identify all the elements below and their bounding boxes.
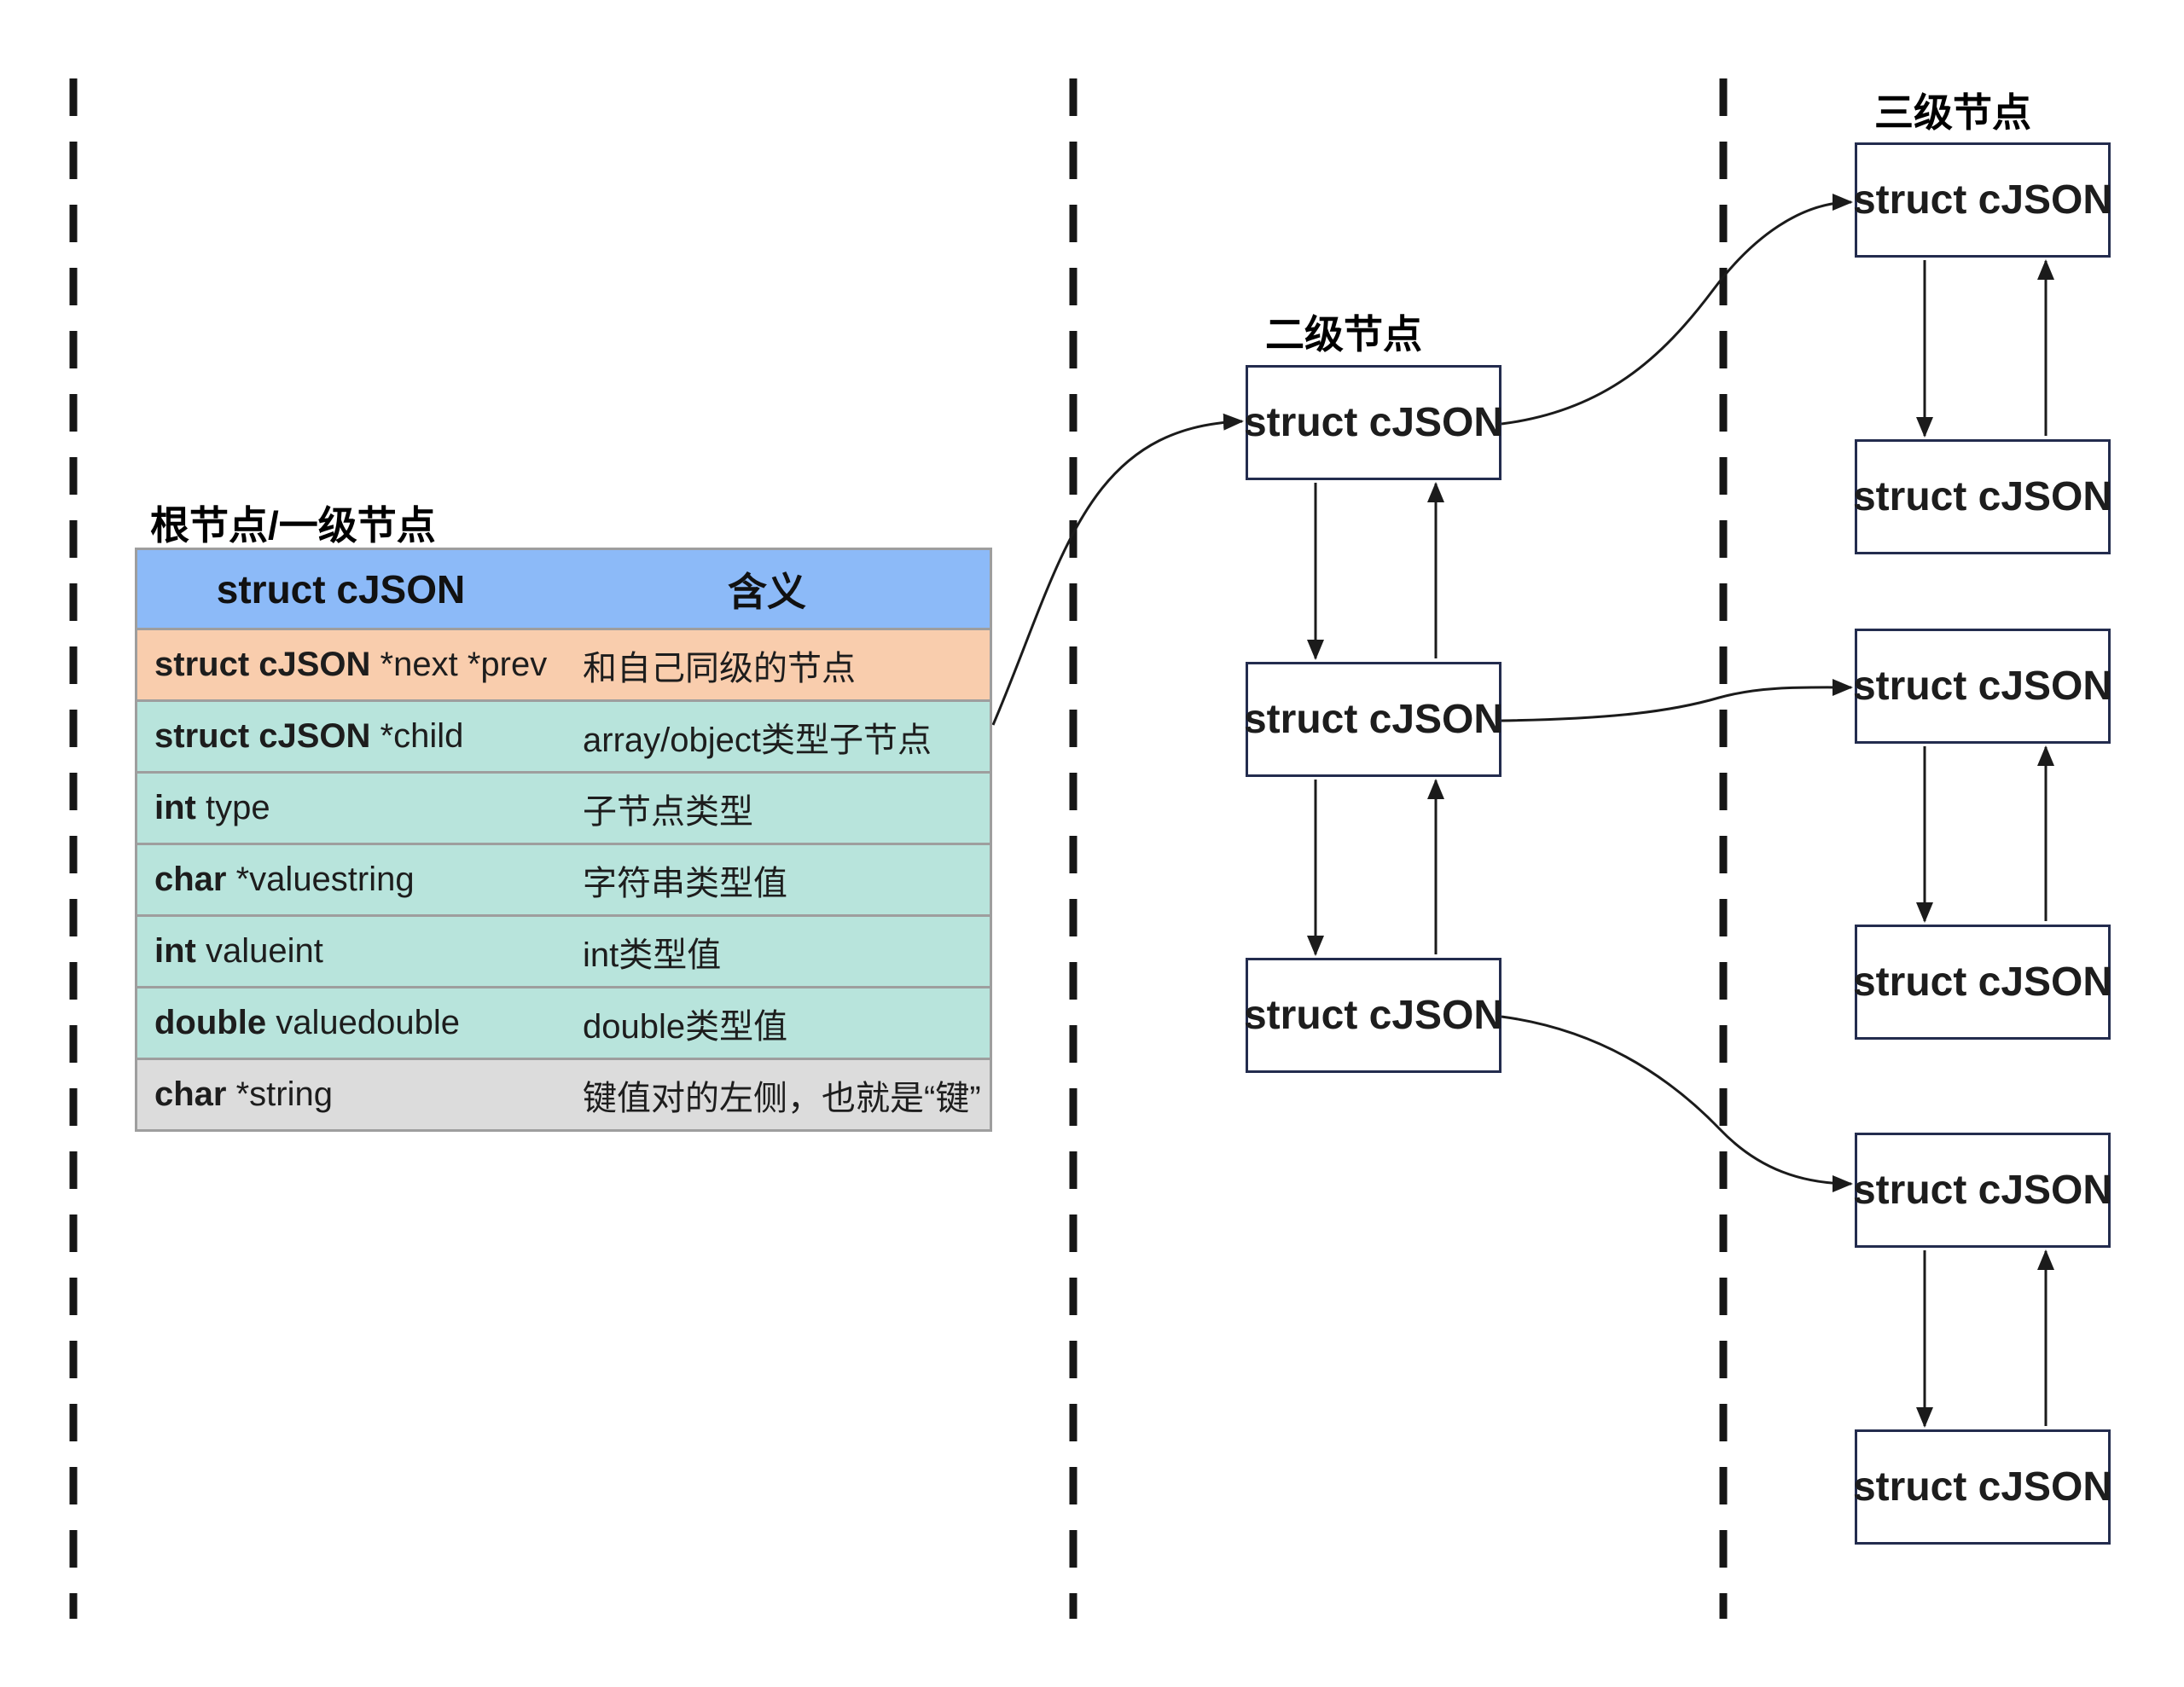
field-cell: struct cJSON *next *prev [137,630,548,699]
field-rest: *valuestring [226,861,415,898]
level3-title: 三级节点 [1874,90,2031,135]
field-cell: int type [137,774,544,843]
level2-node-1: struct cJSON [1244,365,1503,480]
level2-node-3: struct cJSON [1244,958,1503,1073]
field-cell: char *string [137,1060,544,1129]
meaning-cell: 键值对的左侧，也就是“键” [583,1079,981,1117]
field-cell: int valueint [137,917,544,986]
level3-node-6: struct cJSON [1853,1429,2112,1545]
table-header-meaning: 含义 [728,569,806,614]
field-keyword: int [154,932,196,970]
child-arrow-level2-node3-to-level3-node5 [1501,1015,1853,1192]
field-cell: char *valuestring [137,845,544,914]
field-keyword: char [154,861,227,898]
table-header-struct: struct cJSON [216,566,466,612]
level3-node-3: struct cJSON [1853,629,2112,744]
field-cell: struct cJSON *child [137,702,544,771]
table-row: int type 子节点类型 [137,774,990,843]
field-cell: double valuedouble [137,988,544,1058]
level3-node-4: struct cJSON [1853,925,2112,1040]
field-rest: *string [226,1075,333,1113]
child-arrow-level2-node2-to-level3-node3 [1501,678,1853,722]
level3-node-2: struct cJSON [1853,439,2112,554]
field-rest: valuedouble [266,1004,460,1041]
meaning-cell: double类型值 [583,1007,788,1046]
child-arrow-level2-node1-to-level3-node1 [1501,194,1853,426]
struct-cjson-table: struct cJSON 含义 struct cJSON *next *prev… [135,548,992,1132]
field-keyword: char [154,1075,227,1113]
field-keyword: struct cJSON [154,646,371,683]
table-header-row: struct cJSON 含义 [137,550,990,628]
table-row: struct cJSON *child array/object类型子节点 [137,702,990,771]
meaning-cell: 子节点类型 [583,792,753,831]
level3-node-5: struct cJSON [1853,1133,2112,1248]
level2-node-2: struct cJSON [1244,662,1503,777]
field-keyword: struct cJSON [154,717,371,755]
table-row: char *valuestring 字符串类型值 [137,845,990,914]
field-rest: valueint [195,932,323,970]
table-row: char *string 键值对的左侧，也就是“键” [137,1060,990,1129]
meaning-cell: 字符串类型值 [583,864,787,902]
field-rest: type [195,789,270,826]
field-keyword: double [154,1004,267,1041]
table-row: struct cJSON *next *prev 和自己同级的节点 [137,630,990,699]
table-row: double valuedouble double类型值 [137,988,990,1058]
meaning-cell: 和自己同级的节点 [583,649,856,687]
meaning-cell: array/object类型子节点 [583,721,932,759]
meaning-cell: int类型值 [583,936,722,974]
field-rest: *child [370,717,464,755]
field-rest: *next *prev [370,646,548,683]
field-keyword: int [154,789,196,826]
level1-title: 根节点/一级节点 [150,503,436,548]
child-arrow-table-to-level2-node1 [991,413,1244,726]
table-row: int valueint int类型值 [137,917,990,986]
level3-node-1: struct cJSON [1853,142,2112,258]
level2-title: 二级节点 [1265,312,1422,357]
